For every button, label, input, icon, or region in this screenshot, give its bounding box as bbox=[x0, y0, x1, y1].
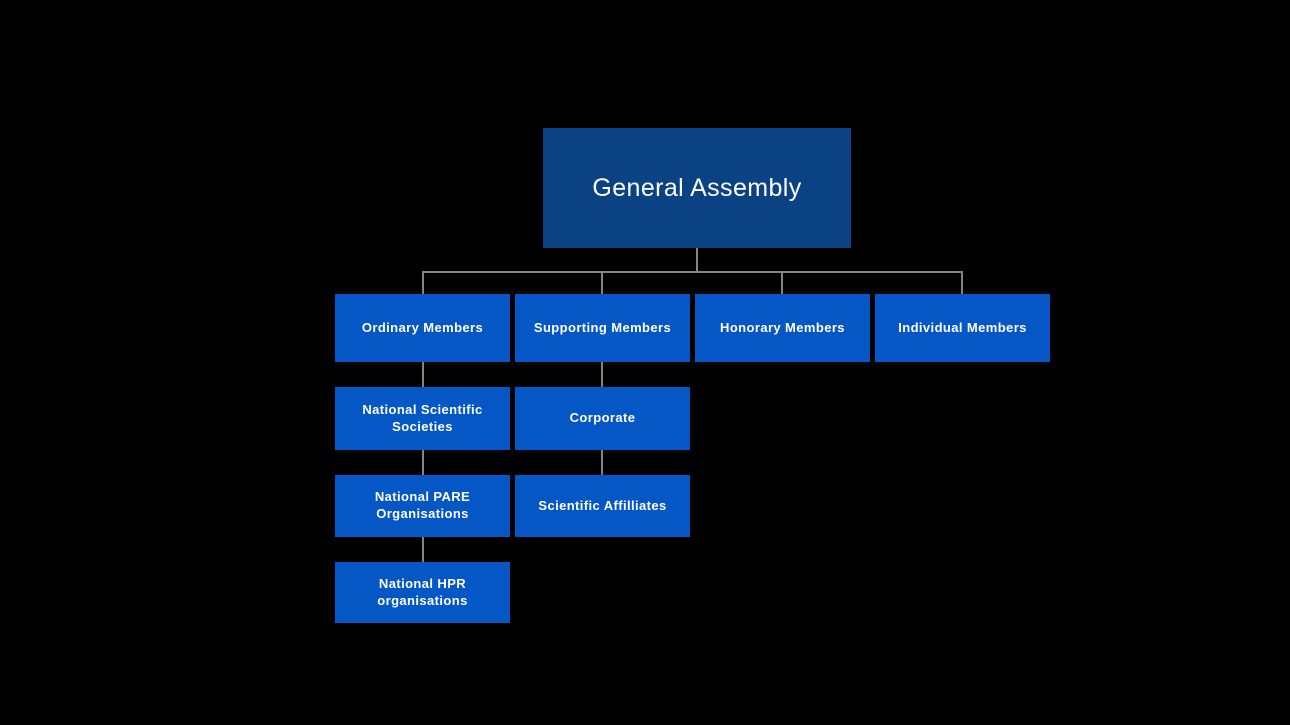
connector-horizontal-main bbox=[422, 271, 963, 273]
node-corporate-label: Corporate bbox=[569, 410, 636, 426]
node-scientific-affilliates-label: Scientific Affilliates bbox=[538, 497, 667, 513]
node-supporting-members: Supporting Members bbox=[515, 294, 690, 362]
connector-societies-to-pare bbox=[422, 450, 424, 475]
node-general-assembly: General Assembly bbox=[543, 128, 851, 248]
node-national-hpr-organisations: National HPR organisations bbox=[335, 562, 510, 623]
node-individual-members: Individual Members bbox=[875, 294, 1050, 362]
node-honorary-members-label: Honorary Members bbox=[720, 319, 845, 335]
node-honorary-members: Honorary Members bbox=[695, 294, 870, 362]
connector-ordinary-to-societies bbox=[422, 362, 424, 387]
connector-corporate-to-affiliates bbox=[601, 450, 603, 475]
connector-stub-supporting bbox=[601, 271, 603, 294]
connector-supporting-to-corporate bbox=[601, 362, 603, 387]
node-corporate: Corporate bbox=[515, 387, 690, 450]
connector-root-drop bbox=[696, 248, 698, 272]
node-individual-members-label: Individual Members bbox=[898, 319, 1027, 335]
connector-stub-individual bbox=[961, 271, 963, 294]
node-ordinary-members: Ordinary Members bbox=[335, 294, 510, 362]
connector-pare-to-hpr bbox=[422, 537, 424, 562]
node-national-scientific-societies-label: National Scientific Societies bbox=[362, 401, 483, 434]
node-national-scientific-societies: National Scientific Societies bbox=[335, 387, 510, 450]
node-scientific-affilliates: Scientific Affilliates bbox=[515, 475, 690, 537]
node-national-hpr-organisations-label: National HPR organisations bbox=[377, 575, 468, 608]
node-national-pare-organisations: National PARE Organisations bbox=[335, 475, 510, 537]
connector-stub-honorary bbox=[781, 271, 783, 294]
connector-stub-ordinary bbox=[422, 271, 424, 294]
node-ordinary-members-label: Ordinary Members bbox=[361, 319, 484, 335]
node-general-assembly-label: General Assembly bbox=[592, 173, 802, 202]
node-supporting-members-label: Supporting Members bbox=[533, 319, 672, 335]
node-national-pare-organisations-label: National PARE Organisations bbox=[374, 489, 471, 521]
